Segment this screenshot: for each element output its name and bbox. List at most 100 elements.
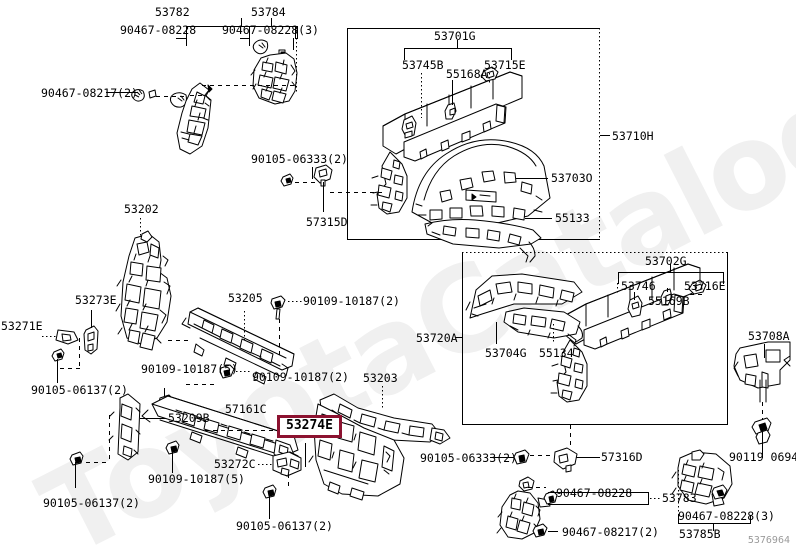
label-53209b: 53209B: [168, 411, 210, 425]
leader-53274e: [305, 443, 306, 467]
leader-57316d-top-v: [570, 425, 571, 447]
leader-53783-bot: [548, 504, 648, 505]
part-art-clip-90467-08217-b: [533, 524, 547, 537]
leader-53782-to-art: [202, 85, 294, 86]
label-90119-06942: 90119 06942: [729, 450, 796, 464]
leader-90105-06137-c: [269, 495, 270, 519]
part-art-53271e: [56, 330, 78, 344]
leader-53209b-box-h: [86, 462, 110, 463]
leader-57315d-v: [323, 182, 324, 212]
label-90105-06137-b: 90105-06137(2): [43, 496, 140, 510]
part-art-bolt-90109-10187-b: [220, 365, 234, 378]
leader-90109-10187-b: [236, 371, 250, 372]
leader-53702g-stem: [670, 264, 671, 273]
selected-part-chip-53274e[interactable]: 53274E: [277, 415, 342, 438]
label-53708a: 53708A: [748, 329, 790, 343]
part-art-53784: [251, 40, 297, 104]
label-90105-06333-b: 90105-06333(2): [420, 451, 517, 465]
leader-53783-right: [648, 492, 649, 505]
leader-53209b-line: [140, 418, 166, 419]
leader-53785b-dot: [678, 470, 679, 516]
leader-53703o-line: [516, 178, 548, 179]
label-53701g: 53701G: [434, 29, 476, 43]
label-55133: 55133: [555, 211, 590, 225]
part-art-57315d: [314, 165, 332, 186]
leader-bracket-53784: [249, 26, 296, 39]
part-art-clip-90467-08228-c: [712, 485, 727, 499]
leader-53205: [244, 311, 245, 341]
label-53702g: 53702G: [645, 254, 687, 268]
part-art-bolt-90109-10187-a: [271, 296, 285, 319]
leader-90119-06942-v2: [762, 432, 763, 458]
leader-53783-art-dash: [528, 487, 546, 488]
leader-53784-right: [293, 38, 294, 50]
leader-53745b: [421, 73, 422, 118]
part-art-53708a: [734, 342, 790, 402]
leader-53785b-left: [678, 515, 679, 524]
part-art-53782: [170, 83, 212, 154]
label-53745b: 53745B: [402, 58, 444, 72]
part-art-bolt-90105-06137-a: [52, 349, 64, 361]
leader-53720a-line: [455, 337, 463, 338]
label-53271e: 53271E: [1, 319, 43, 333]
diagram-code: 5376964: [747, 535, 790, 546]
label-57161c: 57161C: [225, 402, 267, 416]
label-53715e: 53715E: [484, 58, 526, 72]
leader-55134-v: [553, 324, 554, 344]
label-53716e: 53716E: [684, 279, 726, 293]
leader-90105-06137-a: [57, 359, 58, 383]
leader-90105-06333-v: [312, 167, 313, 179]
leader-90105-06333-b-dash: [530, 455, 550, 456]
label-90467-08217-b: 90467-08217(2): [562, 525, 659, 539]
part-art-53701g: [371, 67, 522, 214]
label-55169b: 55169B: [648, 294, 690, 308]
leader-53784-stem: [271, 18, 272, 27]
label-53202: 53202: [124, 202, 159, 216]
leader-frame2-inner-v: [617, 283, 618, 293]
leader-90109-10187-a-v: [279, 319, 280, 359]
leader-bracket-53701g: [404, 48, 512, 60]
part-art-bolt-90105-06333: [281, 174, 293, 186]
label-57315d: 57315D: [306, 215, 348, 229]
part-art-bolt-53785b-top: [756, 430, 770, 444]
label-53710h: 53710H: [612, 129, 654, 143]
leader-53715e-dot: [489, 73, 490, 85]
leader-90105-06333-b: [490, 457, 514, 458]
leader-53704g-v: [496, 322, 497, 344]
part-art-57316d: [554, 448, 577, 472]
label-53205: 53205: [228, 291, 263, 305]
part-art-53272c: [273, 452, 301, 476]
label-53783: 53783: [662, 491, 697, 505]
leader-53785b-stem: [713, 523, 714, 531]
leader-90467-08217-a: [106, 92, 138, 93]
part-art-57161c: [142, 396, 300, 468]
leader-90119-06942-v: [762, 402, 763, 420]
label-53272c: 53272C: [214, 457, 256, 471]
label-90109-10187-b: 90109-10187(2): [252, 370, 349, 384]
label-53785b: 53785B: [679, 527, 721, 541]
part-art-53273e: [84, 326, 98, 354]
leader-55133-line: [525, 218, 552, 219]
part-art-bolt-90109-10187-d: [166, 441, 179, 454]
label-55134: 55134: [539, 346, 574, 360]
leader-55169b-v: [667, 288, 668, 292]
label-53746: 53746: [621, 279, 656, 293]
leader-57315d-dash: [295, 182, 315, 183]
part-art-53704g: [466, 274, 583, 346]
leader-53205-dash2: [186, 384, 216, 385]
label-57316d: 57316D: [601, 450, 643, 464]
leader-bracket-53782: [186, 26, 298, 39]
leader-53783-top: [548, 492, 648, 493]
label-90105-06137-a: 90105-06137(2): [31, 383, 128, 397]
leader-90467-08228-a-dash: [190, 95, 204, 96]
leader-90467-08217-a-dash: [156, 96, 188, 97]
leader-90467-08228-3-av: [249, 38, 250, 46]
label-53704g: 53704G: [485, 346, 527, 360]
leader-53271e-box-v: [79, 338, 80, 368]
part-art-53209b: [109, 394, 140, 460]
leader-53782-drop: [296, 38, 297, 94]
leader-90109-10187-c: [164, 388, 165, 396]
leader-90109-10187-d: [172, 451, 173, 473]
